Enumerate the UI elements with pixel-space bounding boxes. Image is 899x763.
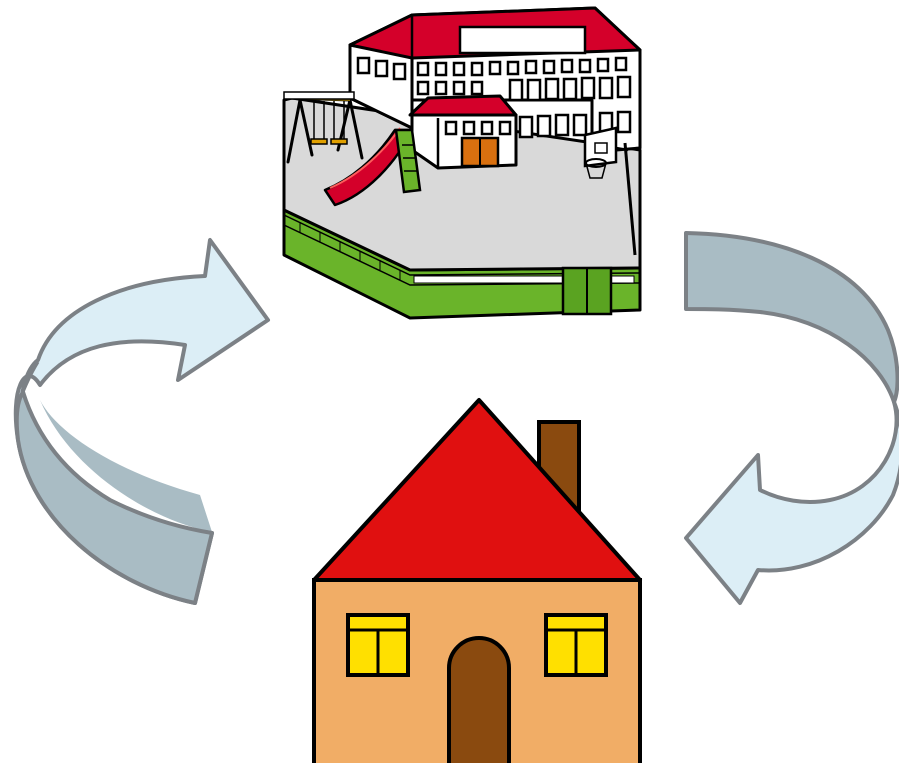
house-window-right — [544, 613, 608, 677]
house-icon — [312, 398, 642, 763]
house-door — [447, 636, 511, 763]
house-window-left — [346, 613, 410, 677]
cycle-arrow-right-icon — [684, 231, 899, 605]
school-icon — [282, 6, 642, 320]
cycle-arrow-left-icon — [13, 238, 270, 605]
